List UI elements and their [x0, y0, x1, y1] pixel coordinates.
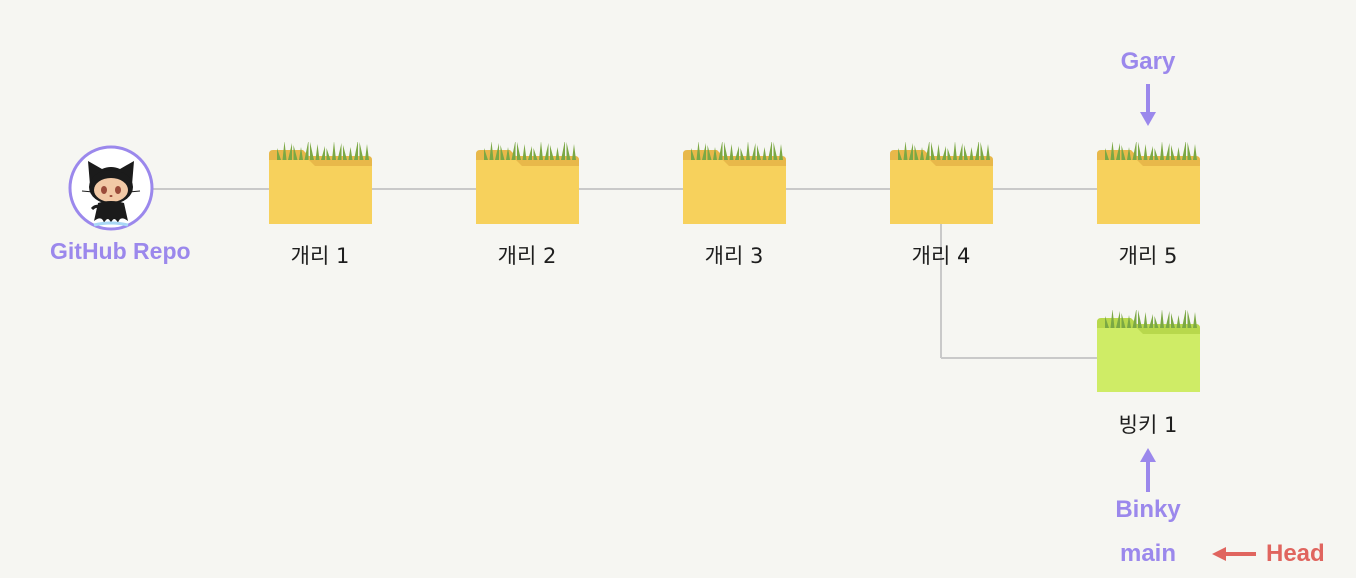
commit-folder-icon: [890, 142, 993, 224]
github-repo-label: GitHub Repo: [50, 238, 191, 264]
commit-label: 빙키 1: [1118, 413, 1178, 437]
head-left-arrow-icon: [1212, 547, 1256, 561]
main-branch-label: main: [1119, 540, 1176, 567]
github-octocat-icon: [68, 145, 154, 231]
head-label: Head: [1266, 540, 1325, 567]
commit-label: 개리 2: [497, 244, 557, 268]
gary-branch-label: Gary: [1120, 48, 1176, 75]
commit-folder-icon: [269, 142, 372, 224]
commit-folder-icon: [1097, 310, 1200, 392]
commit-label: 개리 5: [1118, 244, 1178, 268]
commit-label: 개리 3: [704, 244, 764, 268]
gary-down-arrow-icon: [1140, 84, 1156, 126]
commit-label: 개리 1: [290, 244, 350, 268]
commit-folder-icon: [1097, 142, 1200, 224]
commit-label: 개리 4: [911, 244, 971, 268]
binky-branch-label: Binky: [1115, 496, 1181, 523]
binky-up-arrow-icon: [1140, 448, 1156, 492]
commit-folder-icon: [476, 142, 579, 224]
commit-folder-icon: [683, 142, 786, 224]
